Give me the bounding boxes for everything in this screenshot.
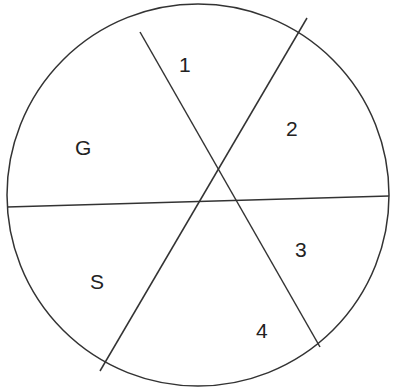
sector-label: 4 (256, 320, 268, 341)
circle-outline (7, 4, 389, 386)
divider-line (140, 32, 320, 347)
divider-line (100, 18, 307, 371)
sector-label: 3 (295, 239, 307, 260)
sector-label: 2 (286, 118, 298, 139)
sector-label: S (90, 271, 104, 292)
sector-label: G (75, 137, 91, 158)
sector-label: 1 (179, 54, 191, 75)
